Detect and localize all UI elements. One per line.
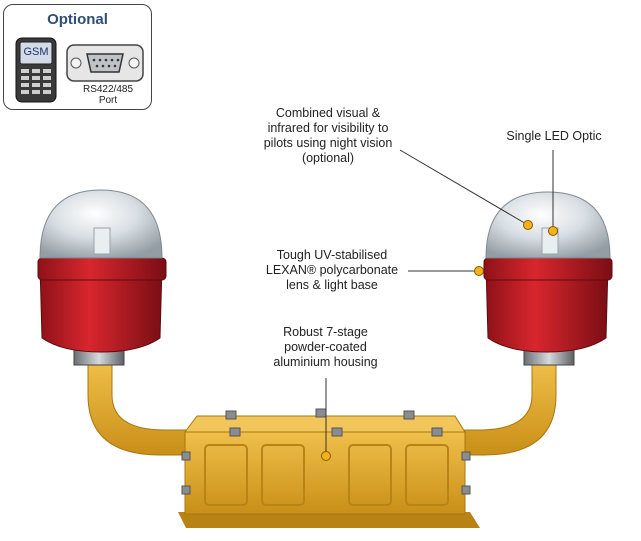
callout-combined-visual-infrared: Combined visual & infrared for visibilit…	[248, 106, 408, 166]
callout-leaders	[325, 149, 554, 456]
callout-line: Robust 7-stage	[283, 325, 368, 339]
callout-line: lens & light base	[286, 278, 378, 292]
callout-line: pilots using night vision	[263, 136, 393, 150]
callout-line: aluminium housing	[273, 355, 378, 369]
port-label-line1: RS422/485	[82, 84, 134, 95]
port-label: RS422/485 Port	[68, 84, 148, 106]
callout-single-led-optic: Single LED Optic	[498, 129, 610, 144]
optional-icons	[15, 37, 144, 103]
port-label-line2: Port	[98, 95, 118, 106]
callout-dots	[321, 220, 558, 461]
left-lamp	[37, 189, 167, 366]
housing-box	[178, 408, 480, 528]
callout-line: (optional)	[301, 151, 355, 165]
optional-title: Optional	[47, 11, 108, 28]
left-support-arm	[87, 359, 201, 456]
callout-lens: Tough UV-stabilised LEXAN® polycarbonate…	[252, 248, 412, 293]
gsm-label: GSM	[23, 46, 49, 58]
callout-line: powder-coated	[284, 340, 367, 354]
right-lamp	[483, 191, 613, 366]
callout-line: LEXAN® polycarbonate	[265, 263, 399, 277]
callout-line: Combined visual &	[275, 106, 381, 120]
callout-line: Tough UV-stabilised	[276, 248, 388, 262]
serial-port-icon	[66, 44, 144, 82]
gsm-phone-icon	[15, 37, 57, 103]
callout-line: Single LED Optic	[506, 129, 602, 143]
callout-housing: Robust 7-stage powder-coated aluminium h…	[258, 325, 393, 370]
optional-box: Optional	[3, 4, 152, 110]
callout-line: infrared for visibility to	[267, 121, 389, 135]
